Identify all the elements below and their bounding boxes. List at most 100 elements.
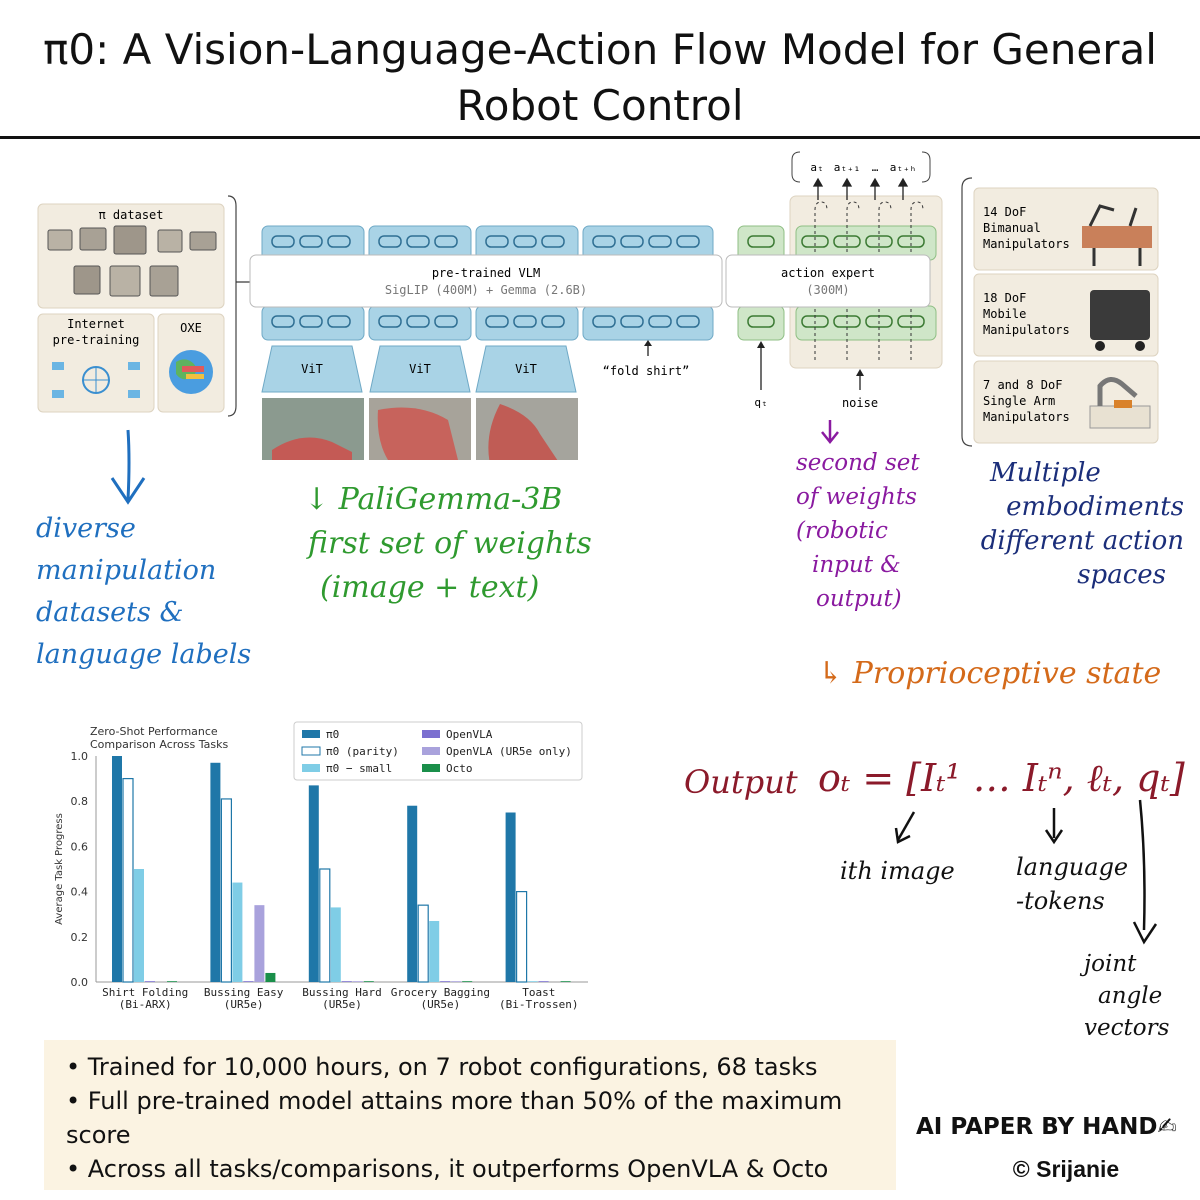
chart-bar [352, 981, 363, 982]
chart-bar [462, 981, 473, 982]
x-tick-label: Bussing Hard [302, 986, 381, 999]
proprio-annotation: ↳ Proprioceptive state [818, 656, 1162, 691]
chart-bar [243, 981, 254, 982]
note-text-1: Full pre-trained model attains more than… [66, 1087, 843, 1149]
chart-bar [145, 981, 155, 982]
note-text-2: Across all tasks/comparisons, it outperf… [87, 1155, 829, 1183]
legend-swatch [422, 730, 440, 738]
architecture-diagram: π dataset Internet pre-training OXE [37, 151, 1159, 460]
vlm-box [249, 254, 723, 308]
paligemma-line-2: (image + text) [320, 570, 540, 605]
output-arrows [894, 799, 1158, 945]
vlm-title: pre-trained VLM [432, 266, 540, 280]
chart-title: Zero-Shot Performance [90, 725, 218, 738]
legend-swatch [302, 730, 320, 738]
camera-images [262, 398, 578, 460]
chart-bar [363, 981, 374, 982]
vit-label-1: ViT [409, 362, 431, 376]
x-tick-label: Grocery Bagging [391, 986, 490, 999]
chart-bar [560, 981, 571, 982]
y-tick-label: 0.2 [71, 931, 89, 944]
legend-swatch [422, 747, 440, 755]
oxe-label: OXE [180, 321, 202, 335]
joint-angle-line-0: joint [1084, 951, 1137, 977]
blue-down-arrow-icon [110, 429, 146, 505]
legend-label: OpenVLA (UR5e only) [446, 745, 572, 758]
flow-dashed-lines [814, 201, 924, 360]
legend-label: π0 (parity) [326, 745, 399, 758]
chart-bar [341, 981, 352, 982]
embodiments-line-1: embodiments [1006, 492, 1184, 522]
vlm-token-pills-top [271, 235, 700, 248]
language-tokens-line-0: language [1016, 853, 1129, 881]
chart-bar [112, 756, 122, 982]
embodiment-2-kind: Manipulators [983, 410, 1070, 424]
language-tokens-annotation: language -tokens [1016, 850, 1128, 918]
x-tick-label: (UR5e) [322, 998, 362, 1011]
chart-bar [505, 812, 516, 982]
vlm-token-pills-bottom [271, 315, 700, 328]
joint-angle-annotation: joint angle vectors [1084, 948, 1169, 1044]
annotations-layer [110, 420, 1158, 945]
brand-label: AI PAPER BY HAND✍ [916, 1114, 1177, 1140]
noise-label: noise [842, 396, 878, 410]
vit-label-2: ViT [515, 362, 537, 376]
action-expert-subtitle: (300M) [806, 283, 849, 297]
x-tick-label: (Bi-ARX) [119, 998, 172, 1011]
second-weights-line-4: output) [816, 586, 902, 612]
action-label-1: aₜ₊₁ [834, 161, 861, 174]
datasets-annotation: diverse manipulation datasets & language… [36, 508, 251, 676]
embodiment-1-dof: 18 DoF [983, 291, 1026, 305]
author-label: © Srijanie [1012, 1156, 1120, 1182]
chart-bar [417, 904, 429, 983]
action-label-3: aₜ₊ₕ [890, 161, 917, 174]
vit-label-0: ViT [301, 362, 323, 376]
legend-swatch [422, 764, 440, 772]
purple-down-arrow-icon [821, 420, 839, 445]
page-title: π0: A Vision-Language-Action Flow Model … [43, 25, 1157, 130]
joint-angle-line-1: angle [1098, 983, 1163, 1009]
second-weights-line-0: second set [796, 450, 920, 476]
embodiments-line-2: different action [980, 526, 1184, 556]
internet-pretraining-panel [37, 313, 155, 413]
embodiment-0-type: Bimanual [983, 221, 1041, 235]
datasets-line-2: datasets & [36, 597, 184, 628]
qt-label: qₜ [754, 396, 767, 409]
key-findings-box: • Trained for 10,000 hours, on 7 robot c… [44, 1040, 896, 1190]
embodiment-1-kind: Manipulators [983, 323, 1070, 337]
paligemma-annotation: ↓ PaliGemma-3B first set of weights (ima… [300, 478, 592, 610]
paligemma-line-1: first set of weights [308, 526, 592, 561]
datasets-line-1: manipulation [36, 555, 217, 586]
chart-bar [330, 907, 341, 982]
second-weights-line-3: input & [812, 552, 901, 578]
pi-dataset-label: π dataset [98, 208, 163, 222]
internet-pretraining-label-2: pre-training [53, 333, 140, 347]
chart-bar [210, 762, 221, 982]
embodiments-annotation: Multiple embodiments different action sp… [972, 456, 1184, 592]
x-tick-label: (UR5e) [421, 998, 461, 1011]
ith-image-annotation: ith image [840, 857, 955, 885]
chart-bar [407, 805, 418, 982]
chart-bar [429, 920, 440, 982]
paligemma-line-0: ↓ PaliGemma-3B [304, 482, 563, 517]
title-divider [0, 136, 1200, 139]
chart-bar [516, 891, 528, 983]
legend-label: π0 − small [326, 762, 392, 775]
chart-bar [265, 972, 276, 982]
robot-arm-icons [1082, 204, 1152, 429]
x-tick-label: Shirt Folding [102, 986, 188, 999]
x-tick-label: Toast [522, 986, 555, 999]
chart-bar [254, 905, 265, 982]
chart-bar [232, 882, 243, 982]
chart-bar [538, 981, 549, 982]
output-formula: oₜ = [Iₜ¹ … Iₜⁿ, ℓₜ, qₜ] [818, 756, 1185, 800]
embodiments-line-0: Multiple [990, 458, 1101, 488]
bar-chart: Zero-Shot Performance Comparison Across … [54, 721, 588, 1011]
chart-bar [220, 798, 232, 983]
chart-bar [451, 981, 462, 982]
prompt-label: “fold shirt” [603, 364, 690, 378]
chart-bar [527, 981, 538, 982]
legend-swatch [301, 746, 321, 756]
note-item-1: • Full pre-trained model attains more th… [66, 1087, 843, 1149]
robot-thumbnails-icon [47, 225, 217, 297]
